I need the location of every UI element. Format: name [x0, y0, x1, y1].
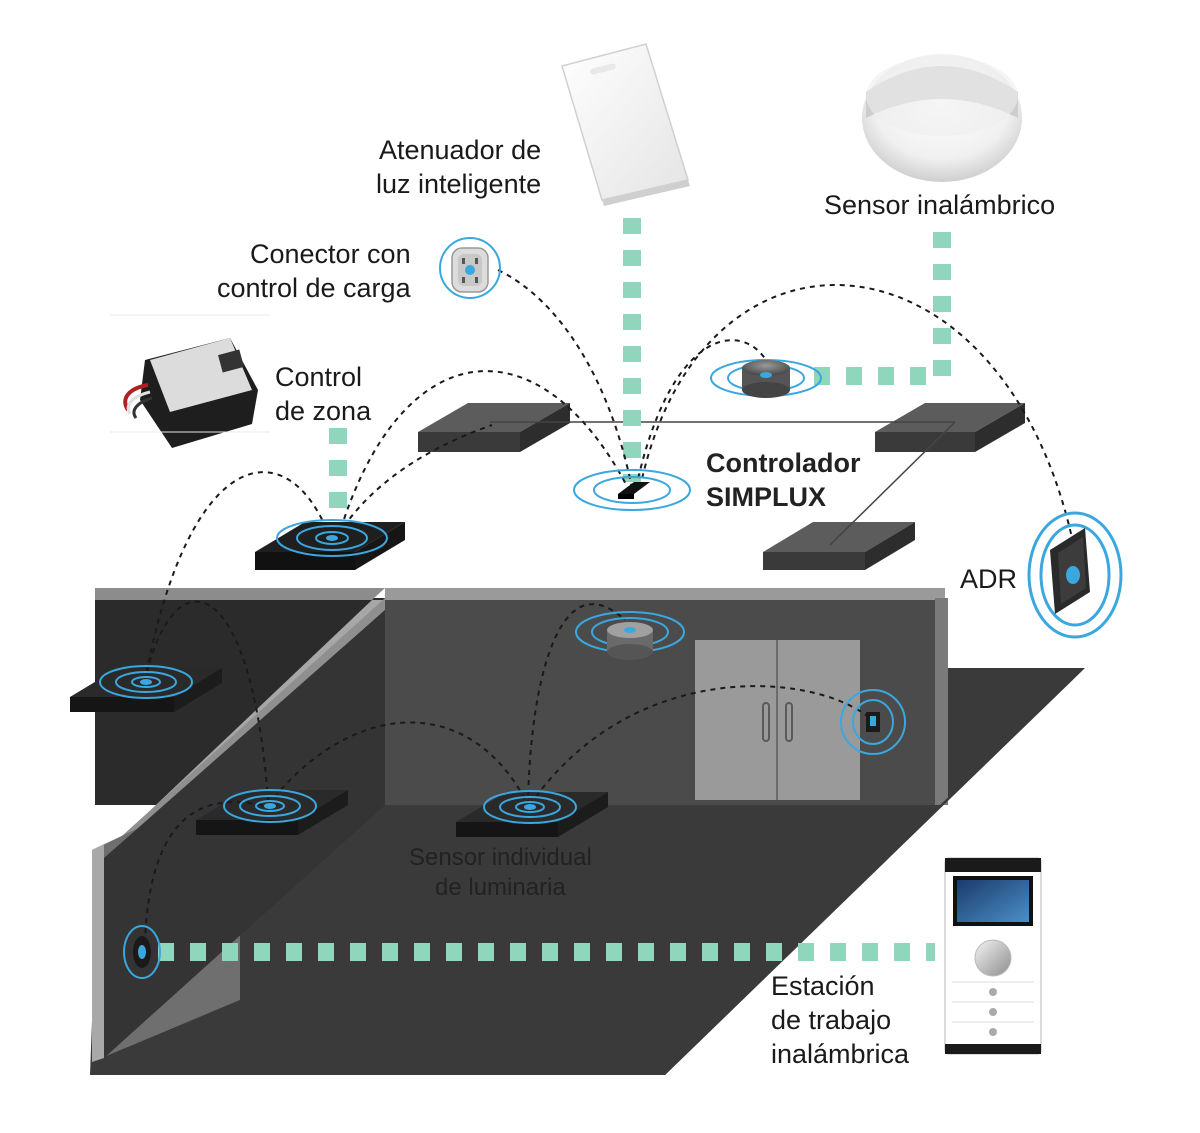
rf-controller-sensor: [635, 339, 767, 489]
label-luminaire-sensor: Sensor individual de luminaria: [409, 843, 592, 903]
panel-room-left-side: [174, 668, 222, 712]
label-station: Estación de trabajo inalámbrica: [771, 969, 909, 1071]
simplux-controller-chip: [618, 482, 650, 494]
label-station-line3: inalámbrica: [771, 1039, 910, 1069]
label-zone-line2: de zona: [275, 396, 372, 426]
rings-controller: [573, 469, 691, 511]
label-dimmer: Atenuador de luz inteligente: [376, 133, 541, 201]
rf-zone-controller: [337, 370, 629, 539]
back-wall-end: [935, 598, 948, 805]
label-zone-line1: Control: [275, 362, 363, 392]
rings-wall-switch: [123, 925, 161, 979]
label-controller-line1: Controlador: [706, 448, 861, 478]
panel-room-center-edge: [456, 822, 558, 837]
panel-mid-right-side: [865, 522, 915, 570]
front-left-wall-edge: [92, 844, 104, 1062]
smart-dimmer-device: [561, 43, 690, 206]
wireless-workstation-panel: [944, 857, 1042, 1055]
label-plug-line2: control de carga: [216, 273, 411, 303]
rf-mid-station: [144, 800, 263, 941]
ceiling-puck-sensor: [742, 360, 790, 398]
panel-top-center-side: [520, 403, 570, 452]
room-puck-sensor: [607, 622, 653, 660]
zone-control-box: [110, 314, 270, 448]
ceiling-sensor-device: [862, 54, 1022, 182]
panel-top-right-edge: [875, 432, 975, 452]
label-plug: Conector con control de carga: [212, 237, 411, 305]
simplux-controller-chip-edge: [618, 494, 634, 499]
label-station-line1: Estación: [771, 971, 875, 1001]
label-zone: Control de zona: [275, 360, 371, 428]
back-wall-rim: [385, 588, 945, 600]
label-controller: Controlador SIMPLUX: [706, 446, 861, 514]
label-station-line2: de trabajo: [771, 1005, 892, 1035]
rf-links: [144, 269, 1073, 941]
label-dimmer-line1: Atenuador de: [378, 135, 542, 165]
label-wireless-sensor: Sensor inalámbrico: [824, 188, 1055, 222]
panel-top-right-side: [975, 403, 1025, 452]
panel-room-mid-edge: [196, 820, 298, 835]
label-controller-line2: SIMPLUX: [706, 482, 827, 512]
label-dimmer-line2: luz inteligente: [376, 169, 542, 199]
room: [90, 588, 1085, 1075]
panel-mid-right-edge: [763, 552, 865, 570]
rf-zone-panel: [337, 424, 493, 536]
rings-adr: [1027, 511, 1123, 639]
label-adr: ADR: [960, 562, 1017, 596]
door-handle-right: [785, 702, 793, 742]
load-control-plug-icon: [451, 247, 489, 293]
rf-zone-left: [144, 471, 331, 681]
rf-center-puck: [527, 603, 626, 806]
rings-room-center: [483, 790, 577, 824]
rings-room-left: [99, 665, 193, 699]
rf-mid-center: [267, 721, 529, 806]
panel-room-mid-side: [298, 790, 348, 835]
signal-dots: [140, 535, 536, 810]
panel-top-center-edge: [418, 432, 520, 452]
left-wall-switch: [133, 936, 151, 968]
floor-main: [240, 668, 1085, 1075]
adr-wall-device: [1050, 528, 1090, 614]
rings-room-mid: [223, 789, 317, 823]
link-sensor: [810, 232, 951, 385]
label-luminaire-sensor-line2: de luminaria: [435, 874, 566, 901]
partition-rim: [95, 588, 385, 600]
rings-door-switch: [840, 689, 906, 755]
panel-top-center: [418, 403, 570, 432]
door-handle-left: [762, 702, 770, 742]
green-links: [158, 218, 951, 961]
label-plug-line1: Conector con: [250, 239, 411, 269]
panel-room-center-side: [558, 792, 608, 837]
rf-controller-adr: [639, 284, 1073, 539]
rf-plug-controller: [497, 269, 633, 489]
wire-diagonal: [829, 421, 956, 546]
rf-left-mid: [144, 600, 269, 801]
label-adr-line1: ADR: [960, 564, 1018, 594]
door-wall-switch: [866, 712, 880, 732]
panel-room-left-edge: [70, 697, 174, 712]
label-luminaire-sensor-line1: Sensor individual: [409, 844, 592, 871]
rings-zone: [276, 519, 388, 557]
rings-plug: [439, 237, 501, 299]
label-wireless-sensor-line1: Sensor inalámbrico: [824, 190, 1056, 220]
rf-center-adr: [529, 685, 871, 806]
